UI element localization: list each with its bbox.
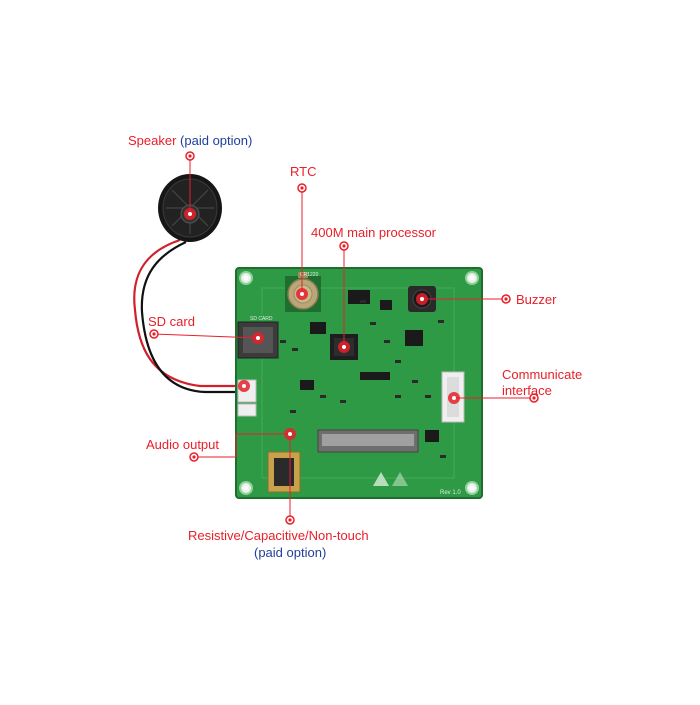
speaker-callout-dot — [185, 151, 195, 161]
speaker-label-text: Speaker — [128, 133, 177, 148]
rtc-target-dot — [296, 288, 308, 300]
silk-rtc-text: CR1220 — [300, 272, 319, 278]
speaker-cable-black — [140, 241, 238, 394]
rtc-callout-dot — [297, 183, 307, 193]
speaker-note-text: (paid option) — [180, 133, 253, 148]
speaker-label: Speaker (paid option) — [128, 133, 252, 148]
communicate-target-dot — [448, 392, 460, 404]
callout-dots — [149, 151, 539, 525]
processor-callout-dot — [339, 241, 349, 251]
communicate-callout-dot — [529, 393, 539, 403]
audio-callout-dot — [189, 452, 199, 462]
sd-card-label: SD card — [148, 314, 195, 329]
touch-note-label: (paid option) — [254, 545, 327, 560]
touch-label: Resistive/Capacitive/Non-touch — [188, 528, 369, 543]
speaker-cable-red — [133, 238, 238, 388]
silk-sd-text: SD CARD — [250, 316, 273, 322]
speaker-target-dot — [184, 208, 196, 220]
sd-target-dot — [252, 332, 264, 344]
buzzer-callout-dot — [501, 294, 511, 304]
rtc-label: RTC — [290, 164, 317, 179]
buzzer-label: Buzzer — [516, 292, 557, 307]
communicate-label-line2: interface — [502, 383, 552, 398]
processor-target-dot — [338, 341, 350, 353]
processor-label: 400M main processor — [311, 225, 436, 240]
audio-target-dot — [238, 380, 250, 392]
sd-callout-dot — [149, 329, 159, 339]
rev-text: Rev 1.0 — [440, 490, 461, 496]
touch-connector — [267, 451, 301, 493]
buzzer-target-dot — [416, 293, 428, 305]
touch-target-dot — [284, 428, 296, 440]
sd-card-slot — [237, 321, 279, 359]
audio-output-label: Audio output — [146, 437, 220, 452]
touch-callout-dot — [285, 515, 295, 525]
communicate-label-line1: Communicate — [502, 367, 583, 382]
pcb-board: CR1220 SD CARD Rev 1.0 — [235, 267, 483, 499]
callout-lines — [153, 156, 534, 520]
